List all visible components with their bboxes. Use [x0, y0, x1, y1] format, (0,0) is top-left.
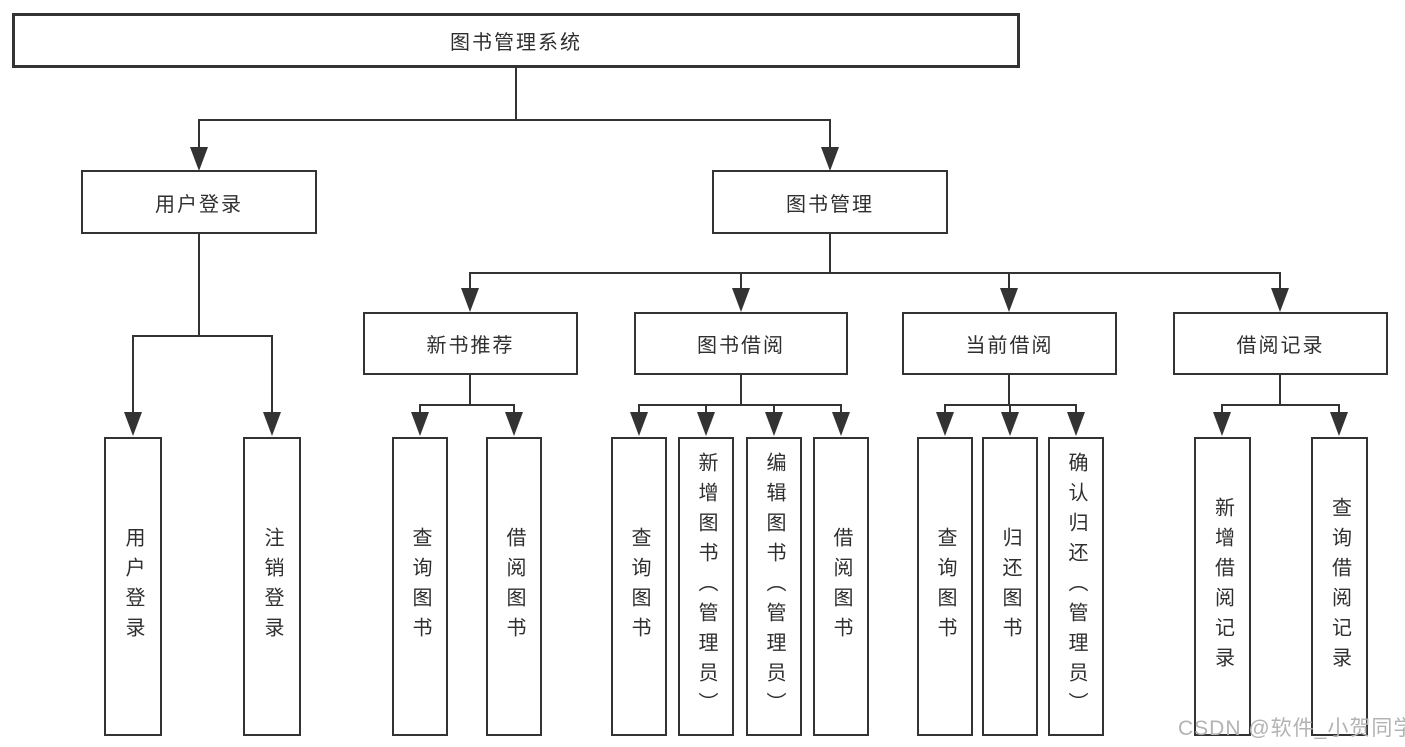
connector-line: [132, 335, 273, 337]
leaf-label: 查询借阅记录: [1328, 496, 1351, 677]
leaf-label: 新增借阅记录: [1211, 496, 1234, 677]
connector-line: [638, 404, 842, 406]
leaf-label: 查询图书: [409, 526, 431, 647]
arrow-down-icon: [190, 147, 208, 171]
connector-line: [1279, 375, 1281, 406]
leaf-label: 编辑图书（管理员）: [763, 451, 785, 722]
connector-line: [1221, 404, 1340, 406]
arrow-down-icon: [1213, 412, 1231, 436]
connector-line: [773, 404, 775, 414]
node-label: 图书管理: [786, 193, 874, 216]
arrow-down-icon: [697, 412, 715, 436]
arrow-down-icon: [732, 288, 750, 312]
connector-line: [1009, 404, 1011, 414]
connector-line: [638, 404, 640, 414]
leaf-return-books: 归还图书: [982, 437, 1038, 736]
connector-line: [469, 272, 471, 290]
watermark: CSDN @软件_小贺同学: [1178, 717, 1405, 740]
connector-line: [829, 234, 831, 274]
connector-line: [419, 404, 421, 414]
arrow-down-icon: [461, 288, 479, 312]
leaf-borrow-books: 借阅图书: [813, 437, 869, 736]
leaf-add-books-admin: 新增图书（管理员）: [678, 437, 734, 736]
leaf-add-borrow-record: 新增借阅记录: [1194, 437, 1251, 736]
arrow-down-icon: [936, 412, 954, 436]
leaf-query-books-current: 查询图书: [917, 437, 973, 736]
connector-line: [740, 375, 742, 406]
node-user-login: 用户登录: [81, 170, 317, 234]
leaf-label: 新增图书（管理员）: [695, 451, 717, 722]
leaf-label: 查询图书: [934, 526, 956, 647]
leaf-borrow-books-recommend: 借阅图书: [486, 437, 542, 736]
leaf-user-login: 用户登录: [104, 437, 162, 736]
connector-line: [1221, 404, 1223, 414]
arrow-down-icon: [630, 412, 648, 436]
connector-line: [1338, 404, 1340, 414]
connector-line: [198, 119, 200, 149]
connector-line: [1008, 375, 1010, 406]
arrow-down-icon: [832, 412, 850, 436]
leaf-query-books-recommend: 查询图书: [392, 437, 448, 736]
leaf-label: 查询图书: [628, 526, 650, 647]
node-label: 新书推荐: [426, 335, 515, 357]
connector-line: [271, 335, 273, 413]
leaf-label: 用户登录: [122, 526, 144, 647]
leaf-query-books-borrow: 查询图书: [611, 437, 667, 736]
connector-line: [740, 272, 742, 290]
connector-line: [198, 119, 831, 121]
arrow-down-icon: [1067, 412, 1085, 436]
connector-line: [1075, 404, 1077, 414]
node-label: 当前借阅: [965, 335, 1054, 357]
connector-line: [469, 272, 1281, 274]
arrow-down-icon: [1001, 412, 1019, 436]
connector-line: [705, 404, 707, 414]
arrow-down-icon: [765, 412, 783, 436]
connector-line: [1008, 272, 1010, 290]
leaf-confirm-return-admin: 确认归还（管理员）: [1048, 437, 1104, 736]
node-borrow-record: 借阅记录: [1173, 312, 1388, 375]
connector-line: [829, 119, 831, 149]
connector-line: [944, 404, 946, 414]
leaf-label: 借阅图书: [503, 526, 525, 647]
node-label: 借阅记录: [1236, 335, 1325, 357]
connector-line: [1279, 272, 1281, 290]
connector-line: [469, 375, 471, 406]
node-new-book-recommend: 新书推荐: [363, 312, 578, 375]
leaf-label: 归还图书: [999, 526, 1021, 647]
node-label: 用户登录: [155, 193, 243, 216]
arrow-down-icon: [1330, 412, 1348, 436]
arrow-down-icon: [263, 412, 281, 436]
connector-line: [840, 404, 842, 414]
connector-line: [513, 404, 515, 414]
leaf-query-borrow-record: 查询借阅记录: [1311, 437, 1368, 736]
leaf-label: 确认归还（管理员）: [1065, 451, 1087, 722]
leaf-label: 借阅图书: [830, 526, 852, 647]
node-book-management: 图书管理: [712, 170, 948, 234]
arrow-down-icon: [411, 412, 429, 436]
node-current-borrow: 当前借阅: [902, 312, 1117, 375]
connector-line: [132, 335, 134, 413]
connector-line: [198, 234, 200, 337]
leaf-logout: 注销登录: [243, 437, 301, 736]
node-book-borrow: 图书借阅: [634, 312, 848, 375]
leaf-edit-books-admin: 编辑图书（管理员）: [746, 437, 802, 736]
arrow-down-icon: [821, 147, 839, 171]
node-root: 图书管理系统: [12, 13, 1020, 68]
connector-line: [419, 404, 515, 406]
arrow-down-icon: [1000, 288, 1018, 312]
leaf-label: 注销登录: [261, 526, 283, 647]
arrow-down-icon: [1271, 288, 1289, 312]
arrow-down-icon: [505, 412, 523, 436]
node-root-label: 图书管理系统: [450, 32, 582, 54]
arrow-down-icon: [124, 412, 142, 436]
connector-line: [515, 68, 517, 121]
node-label: 图书借阅: [697, 335, 785, 357]
